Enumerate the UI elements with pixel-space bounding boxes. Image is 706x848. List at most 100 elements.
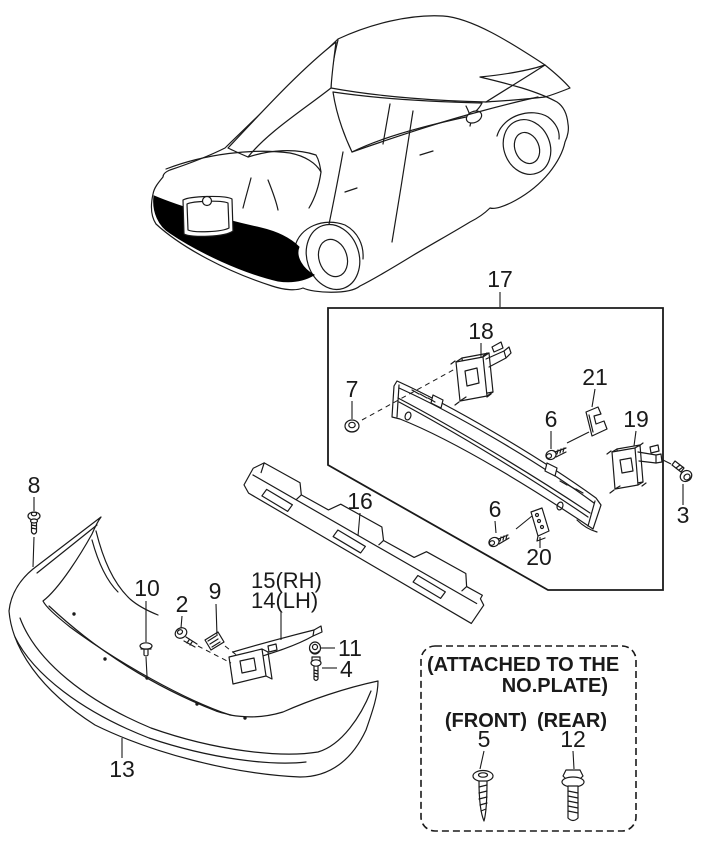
screw-6-upper xyxy=(545,447,567,461)
side-bracket-rail-tip xyxy=(312,625,323,637)
bracket-19-arm xyxy=(637,451,657,464)
absorber-slot-2 xyxy=(332,529,366,554)
car-trunk-emblem xyxy=(201,195,213,207)
bracket-18-hole xyxy=(464,367,480,387)
bracket-18-depth-lines xyxy=(455,352,494,402)
bumper-crease-line-2 xyxy=(14,636,307,764)
callout-12: 12 xyxy=(560,726,586,752)
nut-7-shading xyxy=(345,428,358,433)
bumper-top-face-curve xyxy=(48,605,232,716)
bolt-12-threads xyxy=(567,790,579,814)
bumper-cover-outline xyxy=(8,516,379,778)
car-door-handle-front xyxy=(419,150,434,156)
car-front-rim xyxy=(513,131,541,165)
screw-8-collar xyxy=(29,518,39,524)
callout-2: 2 xyxy=(176,591,189,617)
clip-21 xyxy=(566,406,608,444)
beam-right-cap-line xyxy=(587,500,596,527)
bracket-19-arm-tip xyxy=(655,453,663,464)
screw-5-head xyxy=(472,769,494,783)
beam-outline xyxy=(391,380,602,530)
pad-9-hatching xyxy=(207,635,221,648)
side-bracket-plate-depth xyxy=(261,648,273,680)
callout-8: 8 xyxy=(28,472,41,498)
callout-21: 21 xyxy=(582,364,608,390)
pad-9 xyxy=(204,631,225,651)
callout-13: 13 xyxy=(109,756,135,782)
car-license-plate-recess xyxy=(182,195,234,237)
note-box: (ATTACHED TO THE NO.PLATE) (FRONT) (REAR… xyxy=(420,645,637,832)
car-roof-near-rail xyxy=(330,87,487,103)
bumper-corner-curve-1 xyxy=(95,530,159,616)
callout-20: 20 xyxy=(526,544,552,570)
side-bracket-14-15 xyxy=(228,625,323,685)
callout-6-lower: 6 xyxy=(489,496,502,522)
side-bracket-mid-tab xyxy=(267,643,278,653)
note-box-front-label: (FRONT) xyxy=(445,710,527,732)
bolt-4-flange xyxy=(310,659,322,667)
screw-5-slot xyxy=(477,772,489,778)
car-side-windows xyxy=(332,91,483,153)
clip-20-pointer-line xyxy=(515,515,533,530)
car-beltline xyxy=(351,96,539,153)
beam-hole-left xyxy=(404,411,412,421)
assembly-dash-lines xyxy=(197,368,456,664)
car-b-pillar xyxy=(382,103,391,145)
beam-mount-tab-left xyxy=(430,394,444,409)
car-rear-window xyxy=(227,41,337,158)
clip-10-stem xyxy=(140,648,152,657)
bracket-19-feet xyxy=(606,442,647,494)
leader-10 xyxy=(145,601,148,677)
clip-21-inner-line xyxy=(588,414,594,433)
car-rear-rim xyxy=(317,238,349,278)
car-a-pillar xyxy=(485,64,546,103)
callout-16: 16 xyxy=(347,488,373,514)
bumper-cover-13 xyxy=(8,516,379,778)
note-box-border xyxy=(420,645,637,832)
absorber-slot-3 xyxy=(412,574,446,600)
beam-left-cap-line xyxy=(396,384,400,418)
car-trunk-side-edge xyxy=(308,171,322,209)
beam-crease-line-1 xyxy=(397,397,591,514)
car-door-handle-rear xyxy=(344,187,358,193)
clip-20-hole-2 xyxy=(536,518,542,524)
car-front-tire xyxy=(502,119,552,175)
clip-10-cap xyxy=(139,642,153,650)
beam-reinforcement-17 xyxy=(391,380,602,533)
car-front-wheel-arch xyxy=(496,112,560,140)
bumper-crease-line-1 xyxy=(19,617,372,755)
bracket-stay-19 xyxy=(606,442,672,494)
bracket-19-bolt-line xyxy=(662,459,672,465)
absorber-slot-1 xyxy=(261,488,293,512)
nut-11 xyxy=(308,641,322,655)
nut-11-center xyxy=(311,643,319,651)
screw-6-upper-dome xyxy=(545,453,553,459)
car-tail-lamp-line-right xyxy=(267,179,279,211)
car-tail-lamp-line-left xyxy=(242,177,252,209)
callout-6-upper: 6 xyxy=(545,406,558,432)
callout-11: 11 xyxy=(338,635,362,661)
bracket-18-feet xyxy=(450,352,492,406)
bolt-4-shank xyxy=(313,665,319,682)
bracket-18-arm-tip xyxy=(503,346,512,359)
beam-crease-line-2 xyxy=(398,401,589,518)
note-box-rear-label: (REAR) xyxy=(537,710,607,732)
side-bracket-plate-hole xyxy=(239,657,257,674)
note-box-line1: (ATTACHED TO THE xyxy=(427,654,619,676)
leader-lines xyxy=(32,292,684,770)
car-rear-wheel-arch xyxy=(294,221,364,260)
beam-hatch-marks-right xyxy=(559,480,584,494)
bumper-fastener-dots xyxy=(72,612,247,720)
callout-4: 4 xyxy=(340,656,353,682)
assembly-boundary-box-17 xyxy=(327,307,664,591)
car-trunk-shutline xyxy=(165,150,322,173)
screw-2 xyxy=(174,627,198,648)
callout-14-lh: 14(LH) xyxy=(251,588,318,613)
leader-16 xyxy=(357,512,361,537)
callout-10: 10 xyxy=(134,575,160,601)
callout-labels: 17 18 7 6 21 19 3 16 6 20 8 10 2 9 15(RH… xyxy=(28,266,690,782)
car-license-plate-inner xyxy=(186,200,230,233)
dash-screw2-to-plate xyxy=(197,645,232,664)
screw-8 xyxy=(27,511,41,535)
bumper-flange-inner-line xyxy=(36,524,98,574)
